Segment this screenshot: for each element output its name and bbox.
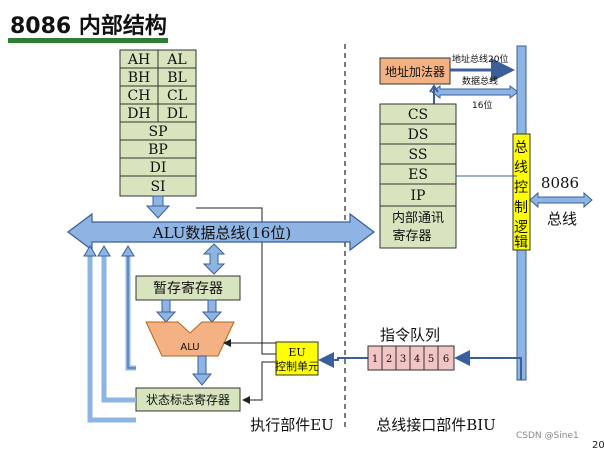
feedback-loops	[87, 252, 136, 423]
external-bus-label-2: 总线	[547, 210, 577, 228]
instruction-queue	[367, 345, 455, 371]
alu-data-bus	[67, 212, 375, 252]
register-ds: DS	[408, 127, 429, 143]
instruction-queue-label: 指令队列	[380, 326, 440, 344]
register-si: SI	[150, 179, 165, 195]
page-title: 8086 内部结构	[10, 14, 167, 39]
general-register-file	[119, 49, 197, 197]
flags-register-label: 状态标志寄存器	[146, 392, 230, 407]
register-bh: BH	[128, 70, 151, 86]
address-adder	[379, 57, 451, 85]
register-ip: IP	[411, 188, 426, 204]
alu-unit	[145, 321, 235, 357]
register-ch: CH	[128, 88, 151, 104]
title-underline	[8, 38, 168, 43]
bus-control-char-2: 线	[514, 160, 528, 176]
address-bus-label: 地址总线20位	[452, 53, 508, 65]
register-bp: BP	[148, 142, 168, 158]
eu-label: 执行部件EU	[250, 416, 334, 434]
queue-slot-1: 1	[372, 354, 378, 365]
register-dl: DL	[167, 106, 188, 122]
queue-to-control-arrow	[318, 352, 368, 368]
bus-temp-arrow	[202, 243, 226, 275]
temp-to-alu-arrows	[155, 299, 223, 323]
eu-control-label-1: EU	[288, 346, 305, 359]
alu-to-flags-arrow	[191, 355, 213, 386]
queue-slot-3: 3	[400, 354, 406, 365]
feedback-arrowheads	[83, 245, 135, 257]
bus-control-char-5: 逻	[514, 220, 528, 236]
queue-slot-2: 2	[386, 354, 392, 365]
register-di: DI	[150, 160, 167, 176]
register-bl: BL	[167, 70, 187, 86]
bus-control-char-6: 辑	[514, 235, 528, 251]
segment-register-file	[379, 103, 457, 249]
address-adder-label: 地址加法器	[385, 65, 445, 79]
bus-control-char-3: 控	[514, 180, 528, 196]
data-bus-label: 数据总线	[462, 75, 498, 87]
watermark: CSDN @Sine1	[516, 431, 579, 441]
register-sp: SP	[148, 124, 167, 140]
register-al: AL	[166, 52, 186, 68]
queue-slot-5: 5	[428, 354, 434, 365]
data-bus-arrow	[431, 85, 519, 99]
control-to-flags-line	[242, 361, 276, 404]
alu-bus-label: ALU数据总线(16位)	[152, 224, 291, 242]
register-dh: DH	[127, 106, 150, 122]
queue-slot-4: 4	[414, 354, 420, 365]
temp-register	[135, 275, 241, 301]
bus-to-queue-arrow	[454, 350, 522, 380]
page-number: 20	[592, 440, 604, 450]
register-cs: CS	[408, 107, 428, 123]
register-ah: AH	[127, 52, 150, 68]
bus-control-char-1: 总	[514, 140, 528, 156]
bus-control-char-4: 制	[514, 200, 528, 216]
internal-comm-label-2: 寄存器	[392, 228, 431, 244]
register-es: ES	[408, 167, 428, 183]
bits16-label: 16位	[472, 99, 492, 111]
biu-label: 总线接口部件BIU	[376, 416, 496, 434]
register-ss: SS	[409, 147, 428, 163]
eu-control-label-2: 控制单元	[275, 359, 319, 373]
eu-control-unit	[275, 341, 319, 376]
segment-to-adder-arrow	[429, 84, 439, 104]
registers-to-bus-arrow	[145, 195, 171, 219]
alu-label: ALU	[180, 342, 199, 353]
bus-control-logic	[512, 133, 531, 251]
internal-comm-label-1: 内部通讯	[392, 210, 444, 226]
queue-slot-6: 6	[443, 354, 449, 365]
external-bus-label-1: 8086	[541, 174, 579, 192]
register-cl: CL	[167, 88, 187, 104]
temp-register-label: 暂存寄存器	[153, 280, 223, 297]
register-control-line	[196, 207, 276, 355]
external-bus-arrow	[529, 191, 593, 209]
